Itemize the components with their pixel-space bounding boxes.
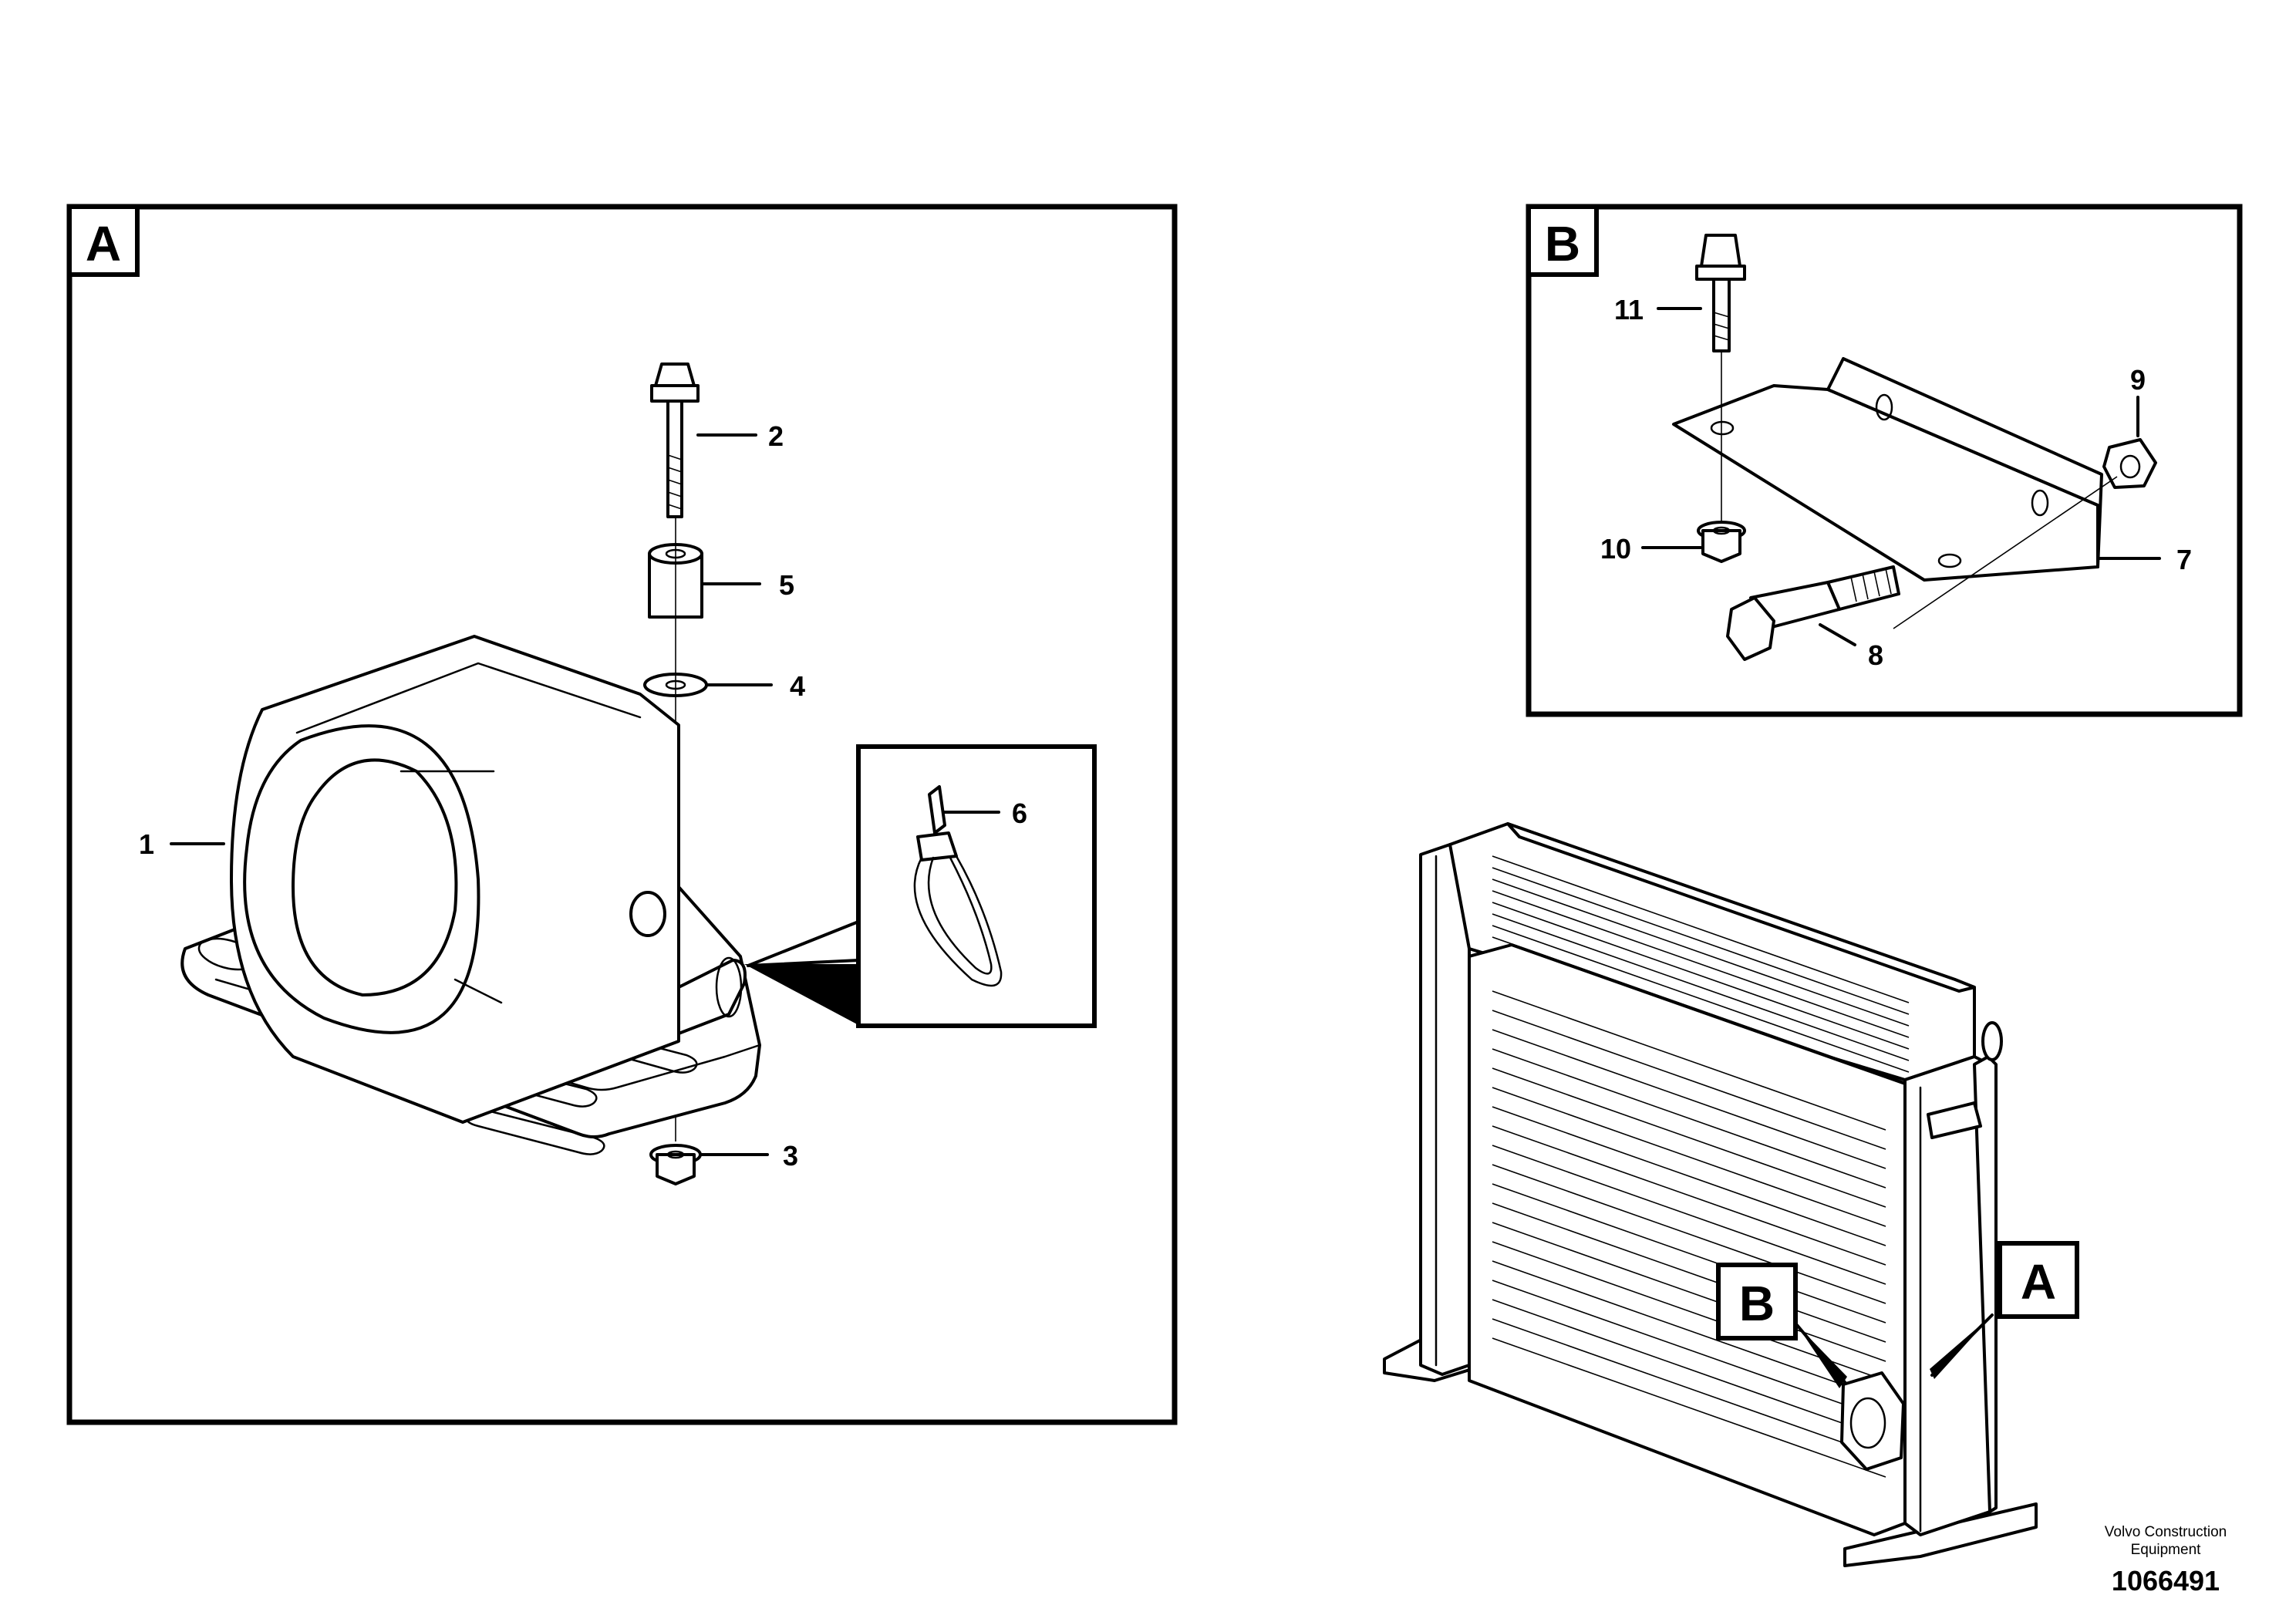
footer: Volvo Construction Equipment 1066491 bbox=[2105, 1524, 2227, 1597]
core-fins bbox=[1492, 990, 1886, 1478]
overview-marker-b: B bbox=[1739, 1276, 1775, 1331]
nut-10 bbox=[1697, 521, 1746, 563]
callout-leaders-a bbox=[170, 433, 1000, 1156]
callout-5: 5 bbox=[779, 569, 794, 601]
overview-marker-a-box bbox=[1998, 1241, 2079, 1319]
callout-2: 2 bbox=[768, 420, 784, 452]
bolt-8 bbox=[1726, 565, 1900, 661]
detail-b-letter-box bbox=[1526, 204, 1599, 277]
detail-a-letter: A bbox=[86, 216, 121, 271]
backup-alarm-1 bbox=[180, 635, 761, 1155]
callout-10: 10 bbox=[1600, 533, 1631, 565]
callout-9: 9 bbox=[2130, 364, 2146, 396]
cooler-assembly-overview: B A bbox=[1383, 822, 2079, 1567]
detail-b-panel: B bbox=[1526, 204, 2243, 717]
overview-marker-a: A bbox=[2021, 1254, 2056, 1310]
callout-8: 8 bbox=[1868, 639, 1883, 671]
callout-leaders-b bbox=[1641, 307, 2161, 646]
cable-tie-inset-frame bbox=[856, 744, 1097, 1028]
mounting-bracket-7 bbox=[1672, 357, 2103, 582]
callout-3: 3 bbox=[783, 1140, 798, 1172]
top-fins bbox=[1492, 855, 1910, 1084]
illustration-number: 1066491 bbox=[2112, 1565, 2220, 1597]
publisher-line-2: Equipment bbox=[2131, 1542, 2202, 1558]
callout-4: 4 bbox=[790, 670, 805, 702]
detail-a-letter-box bbox=[67, 204, 140, 277]
nut-9 bbox=[2102, 438, 2157, 489]
publisher-line-1: Volvo Construction bbox=[2105, 1524, 2227, 1540]
callout-1: 1 bbox=[139, 828, 154, 860]
callout-7: 7 bbox=[2176, 544, 2192, 575]
detail-b-letter: B bbox=[1545, 216, 1580, 271]
cable-tie-inset bbox=[744, 744, 1097, 1028]
detail-a-panel: A bbox=[66, 204, 1178, 1425]
overview-marker-b-box bbox=[1716, 1263, 1798, 1340]
callout-11: 11 bbox=[1614, 294, 1644, 325]
callout-6: 6 bbox=[1012, 798, 1027, 829]
bolt-2 bbox=[650, 363, 700, 518]
nut-3 bbox=[649, 1144, 702, 1185]
bolt-11 bbox=[1695, 234, 1746, 352]
